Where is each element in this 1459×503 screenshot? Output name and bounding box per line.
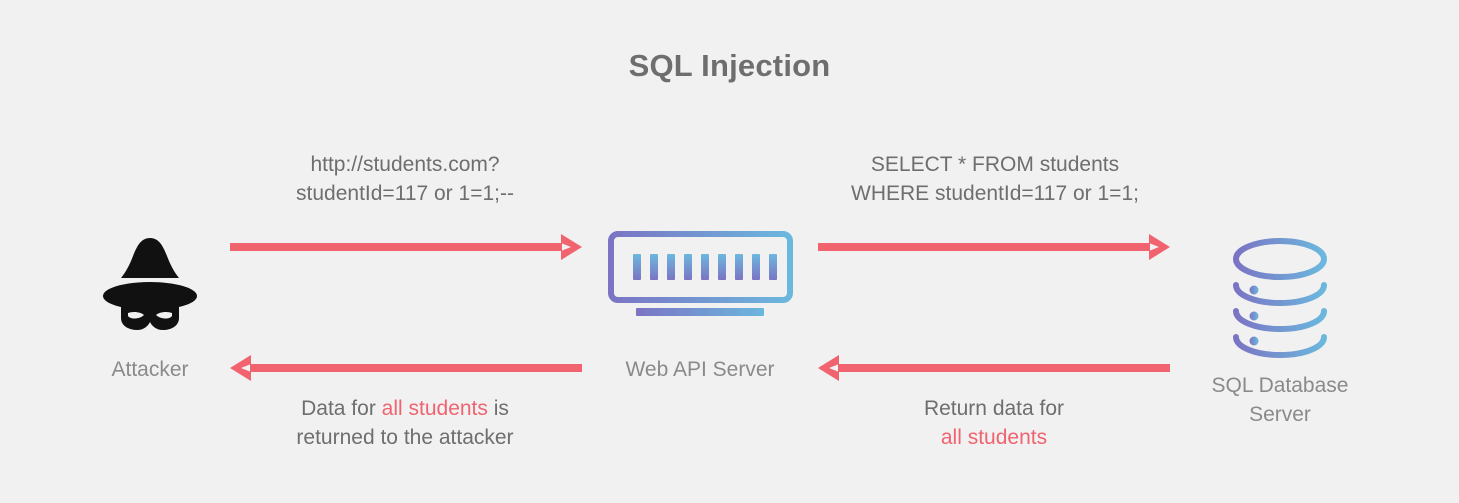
caption-line-2: returned to the attacker [296,426,514,449]
caption-text-pre: Data for [301,397,382,420]
page-title: SQL Injection [628,48,831,83]
caption-request-server-to-db: SELECT * FROM students WHERE studentId=1… [820,150,1170,208]
caption-line-2-highlight: all students [940,426,1048,449]
caption-line-1: SELECT * FROM students [870,153,1120,176]
caption-line-1: Data for all students is [265,394,545,423]
caption-line-1: http://students.com? [310,153,500,176]
caption-response-server-to-attacker: Data for all students is returned to the… [265,394,545,452]
server-rack-icon [608,231,793,321]
node-label-database-line-2: Server [1249,403,1311,426]
node-label-server: Web API Server [625,358,775,381]
caption-text-highlight: all students [381,397,488,420]
caption-line-2: studentId=117 or 1=1;-- [296,182,514,205]
caption-line-1: Return data for [923,397,1065,420]
spy-hat-mask-icon [95,232,205,332]
node-label-attacker: Attacker [111,358,189,381]
arrow-server-to-attacker [230,355,582,381]
node-label-database: SQL Database Server [1180,371,1380,429]
arrow-server-to-database [818,234,1170,260]
caption-text-post: is [487,397,509,420]
caption-response-database-to-server: Return data for all students [894,394,1094,452]
arrow-attacker-to-server [230,234,582,260]
node-label-database-line-1: SQL Database [1211,374,1349,397]
database-cylinder-icon [1230,237,1330,359]
caption-line-2: WHERE studentId=117 or 1=1; [851,182,1139,205]
arrow-database-to-server [818,355,1170,381]
caption-request-attacker-to-server: http://students.com? studentId=117 or 1=… [265,150,545,208]
